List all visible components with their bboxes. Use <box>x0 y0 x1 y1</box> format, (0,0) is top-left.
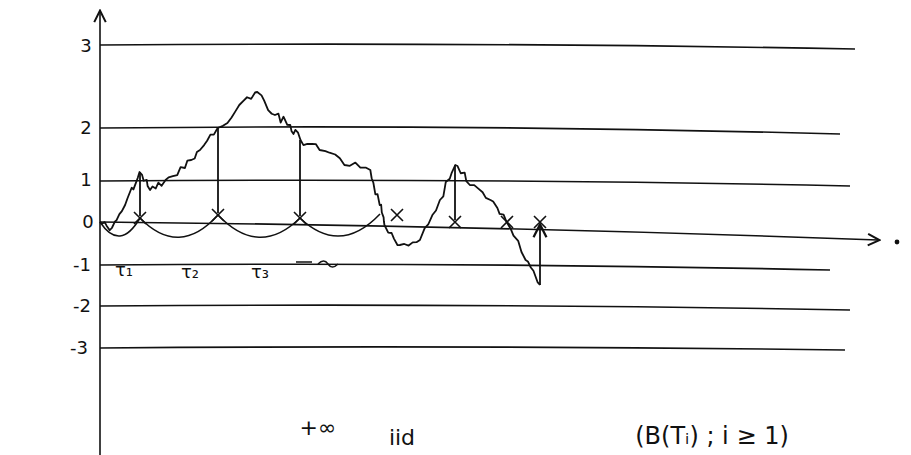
brownian-path <box>100 92 540 285</box>
time-label: τ₂ <box>181 263 199 281</box>
time-label: τ₁ <box>115 261 133 279</box>
note-text: iid <box>389 427 415 449</box>
axis-tick: 1 <box>80 171 91 189</box>
axis-tick: -2 <box>73 297 91 315</box>
cross-mark <box>391 209 403 221</box>
cross-marks <box>134 209 546 228</box>
level-lines <box>100 12 899 455</box>
axis-tick: 2 <box>80 119 91 137</box>
time-label: τ₃ <box>251 263 269 281</box>
axis-tick: -3 <box>70 339 88 357</box>
tau-arcs <box>100 214 380 267</box>
axis-tick: 0 <box>82 213 93 231</box>
axis-tick: 3 <box>80 37 91 55</box>
note-text: +∞ <box>300 417 337 439</box>
axis-tick: -1 <box>73 256 91 274</box>
drop-lines <box>140 128 540 285</box>
note-text: (B(Tᵢ) ; i ≥ 1) <box>635 424 789 448</box>
path-line <box>100 92 540 285</box>
